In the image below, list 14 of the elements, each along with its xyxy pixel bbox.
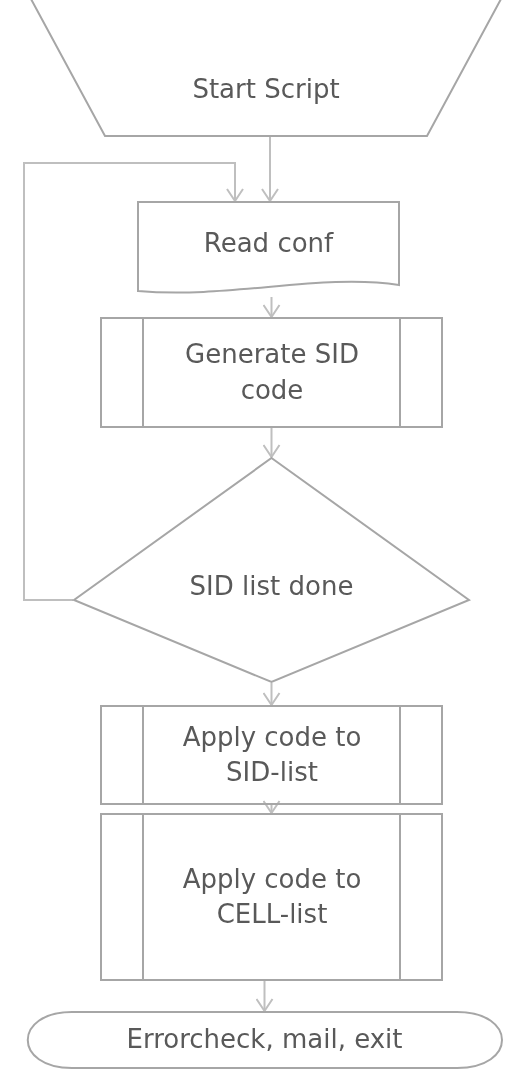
arrow [262,682,281,706]
arrow [255,980,274,1012]
node-label: Generate SID code [184,338,360,407]
arrow [23,162,244,601]
arrow [262,427,281,458]
node-label: Start Script [192,73,340,107]
arrow [262,296,281,318]
node-label: Apply code to SID-list [181,720,363,789]
node-label: Read conf [203,227,334,261]
arrow [261,136,279,202]
arrow [262,800,281,814]
node-label: Errorcheck, mail, exit [126,1023,403,1057]
node-label: Apply code to CELL-list [181,862,363,931]
node-label: SID list done [189,570,354,604]
